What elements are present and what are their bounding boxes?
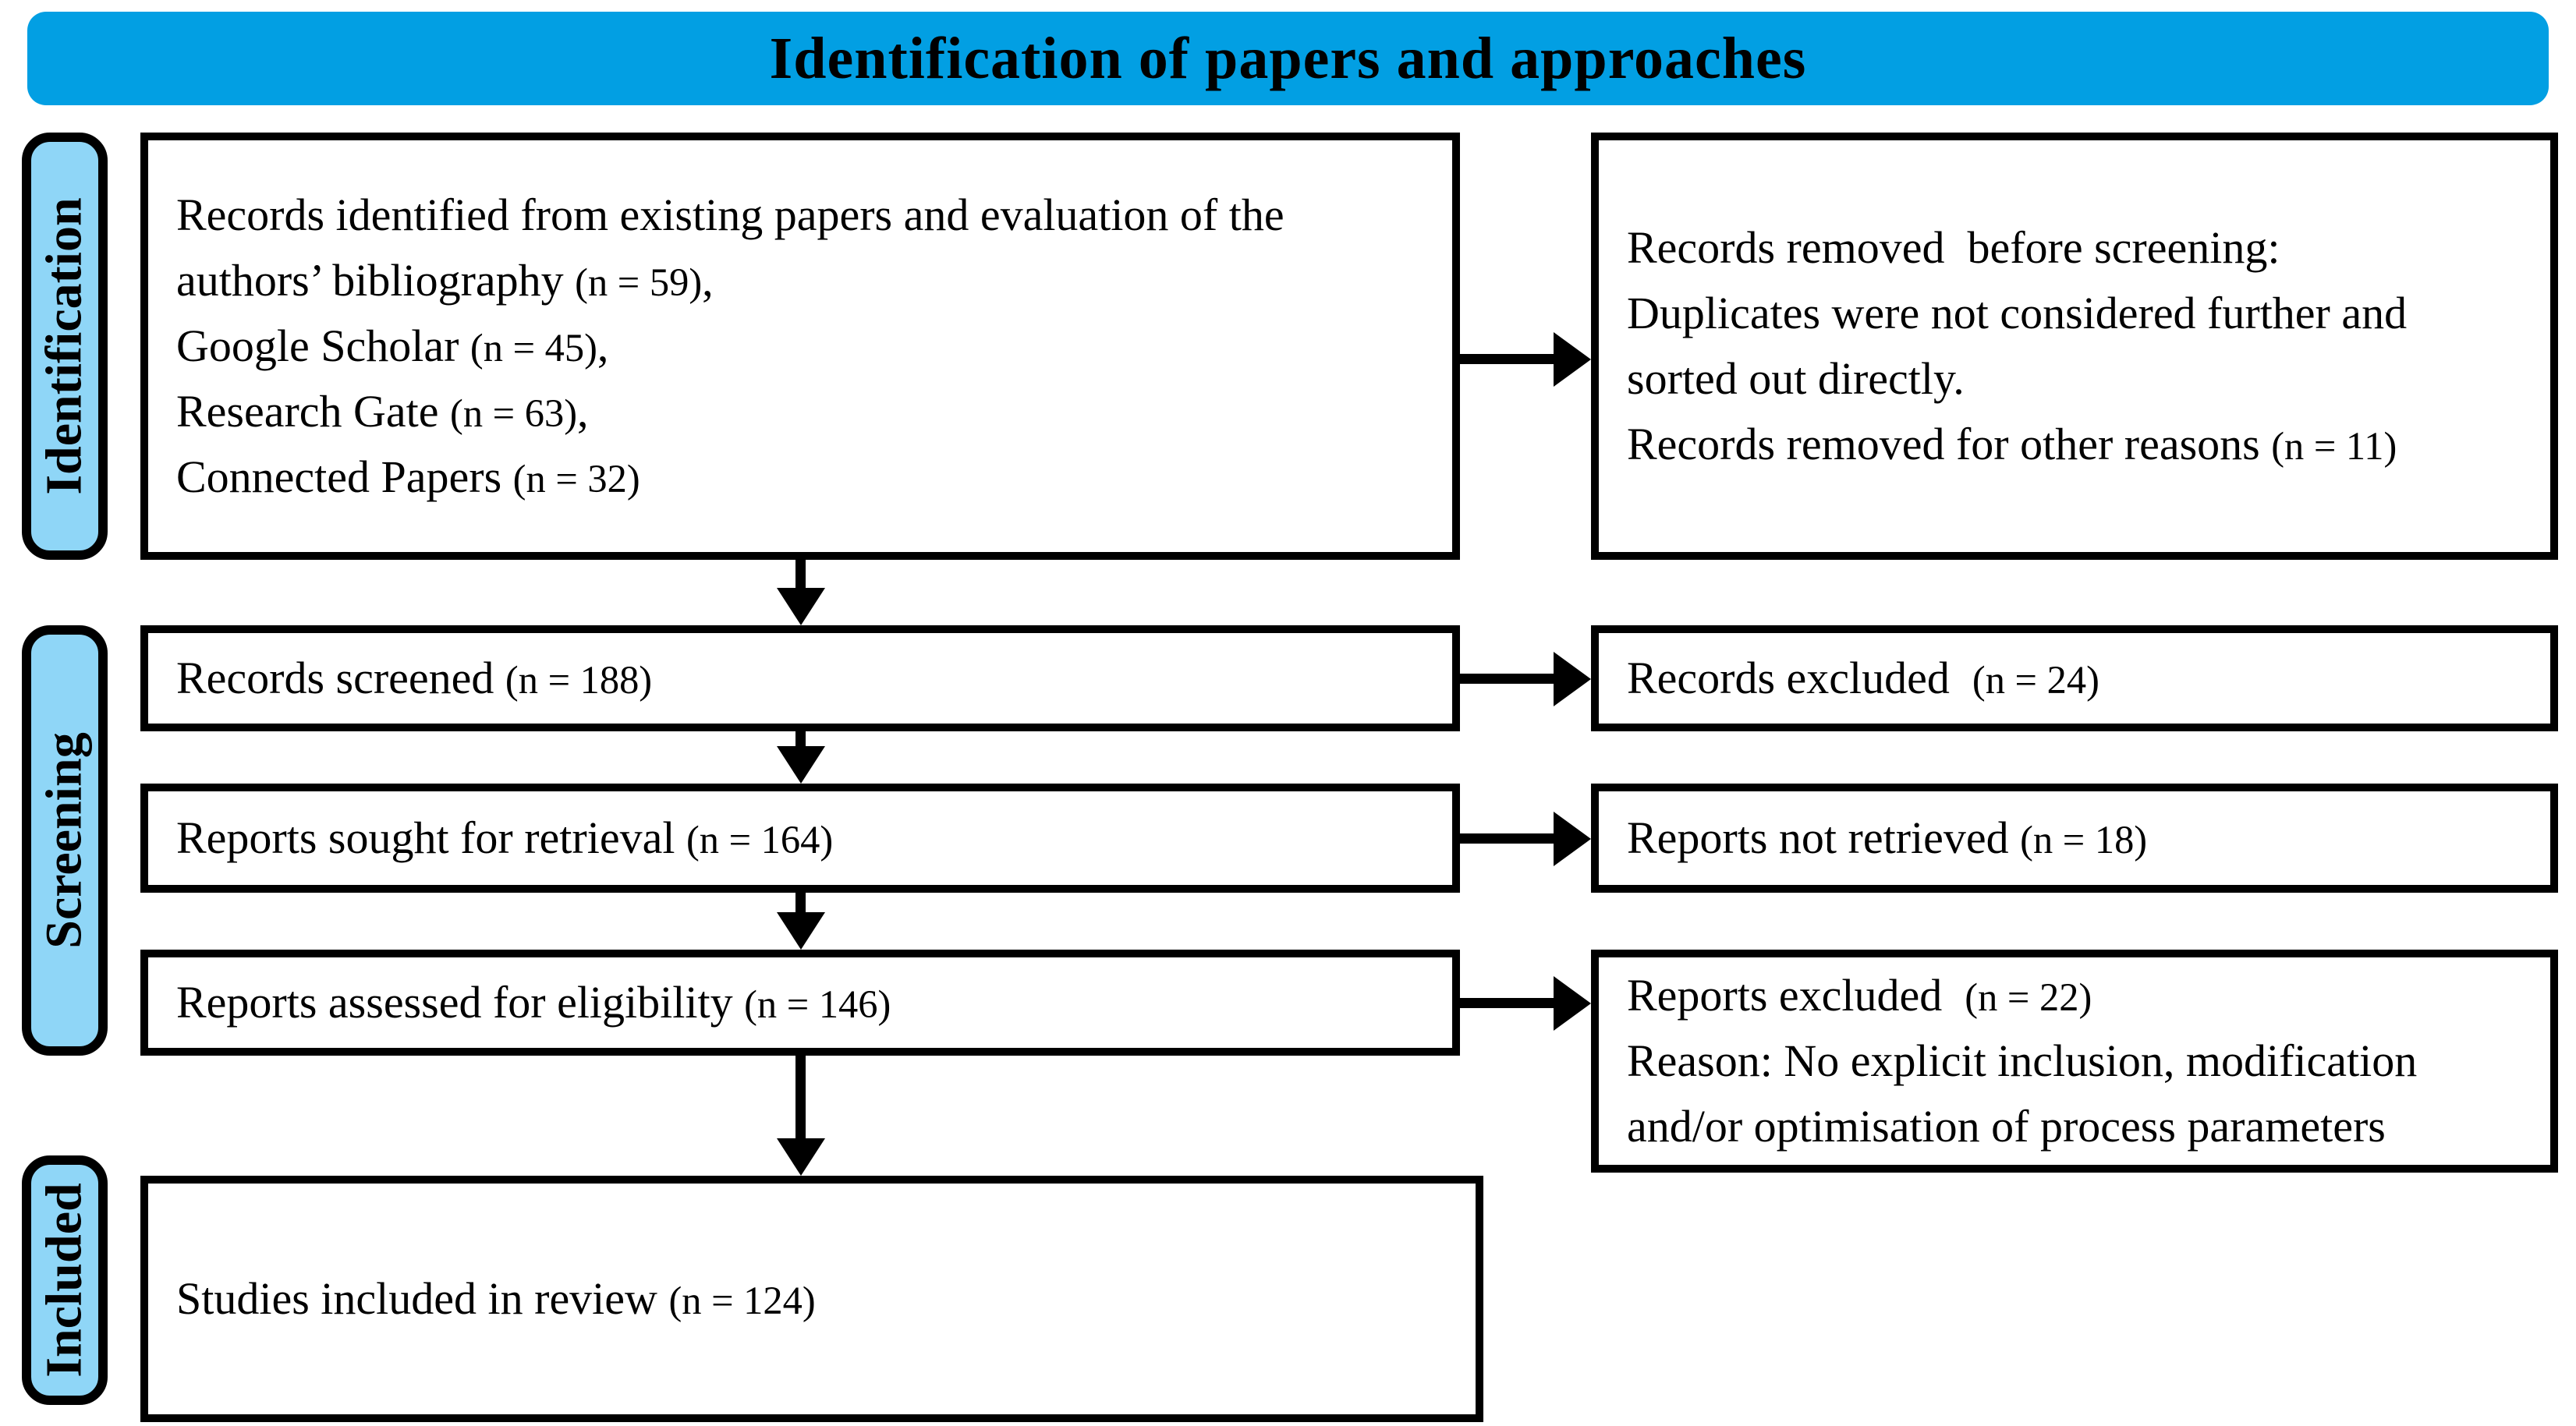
stage-label-included: Included bbox=[22, 1155, 108, 1405]
box-records-screened-text: Records screened (n = 188) bbox=[176, 652, 653, 703]
box-reports-sought-for-retrieval: Reports sought for retrieval (n = 164) bbox=[140, 784, 1460, 893]
stage-label-screening-text: Screening bbox=[36, 732, 94, 949]
box-reports-excluded-text: Reports excluded (n = 22) Reason: No exp… bbox=[1627, 969, 2418, 1152]
arrow-screened-to-sought-icon bbox=[795, 731, 806, 746]
box-records-identified-text: Records identified from existing papers … bbox=[176, 189, 1284, 503]
arrow-sought-to-assessed-icon bbox=[795, 893, 806, 912]
arrow-screened-to-excluded-icon bbox=[1460, 674, 1554, 684]
box-reports-assessed-for-eligibility: Reports assessed for eligibility (n = 14… bbox=[140, 950, 1460, 1056]
arrow-identified-to-screened-icon bbox=[795, 559, 806, 588]
box-records-excluded: Records excluded (n = 24) bbox=[1591, 625, 2558, 731]
diagram-title: Identification of papers and approaches bbox=[769, 25, 1807, 91]
arrow-sought-to-not-retrieved-icon bbox=[1460, 833, 1554, 844]
box-reports-not-retrieved-text: Reports not retrieved (n = 18) bbox=[1627, 812, 2148, 863]
stage-label-identification: Identification bbox=[22, 133, 108, 560]
box-records-identified: Records identified from existing papers … bbox=[140, 133, 1460, 560]
box-records-removed-text: Records removed before screening: Duplic… bbox=[1627, 221, 2408, 470]
box-reports-sought-text: Reports sought for retrieval (n = 164) bbox=[176, 812, 834, 863]
arrow-identified-to-removed-icon bbox=[1460, 354, 1554, 364]
box-records-excluded-text: Records excluded (n = 24) bbox=[1627, 652, 2099, 703]
stage-label-included-text: Included bbox=[36, 1183, 93, 1378]
box-studies-included-in-review: Studies included in review (n = 124) bbox=[140, 1176, 1483, 1422]
box-studies-included-text: Studies included in review (n = 124) bbox=[176, 1272, 816, 1324]
arrow-assessed-to-reports-excluded-icon bbox=[1460, 998, 1554, 1008]
box-records-screened: Records screened (n = 188) bbox=[140, 625, 1460, 731]
box-records-removed-before-screening: Records removed before screening: Duplic… bbox=[1591, 133, 2558, 560]
box-reports-excluded: Reports excluded (n = 22) Reason: No exp… bbox=[1591, 950, 2558, 1173]
stage-label-identification-text: Identification bbox=[36, 197, 93, 495]
box-reports-not-retrieved: Reports not retrieved (n = 18) bbox=[1591, 784, 2558, 893]
title-banner: Identification of papers and approaches bbox=[27, 12, 2549, 105]
arrow-assessed-to-included-icon bbox=[795, 1056, 806, 1138]
box-reports-assessed-text: Reports assessed for eligibility (n = 14… bbox=[176, 976, 891, 1028]
stage-label-screening: Screening bbox=[22, 625, 108, 1056]
